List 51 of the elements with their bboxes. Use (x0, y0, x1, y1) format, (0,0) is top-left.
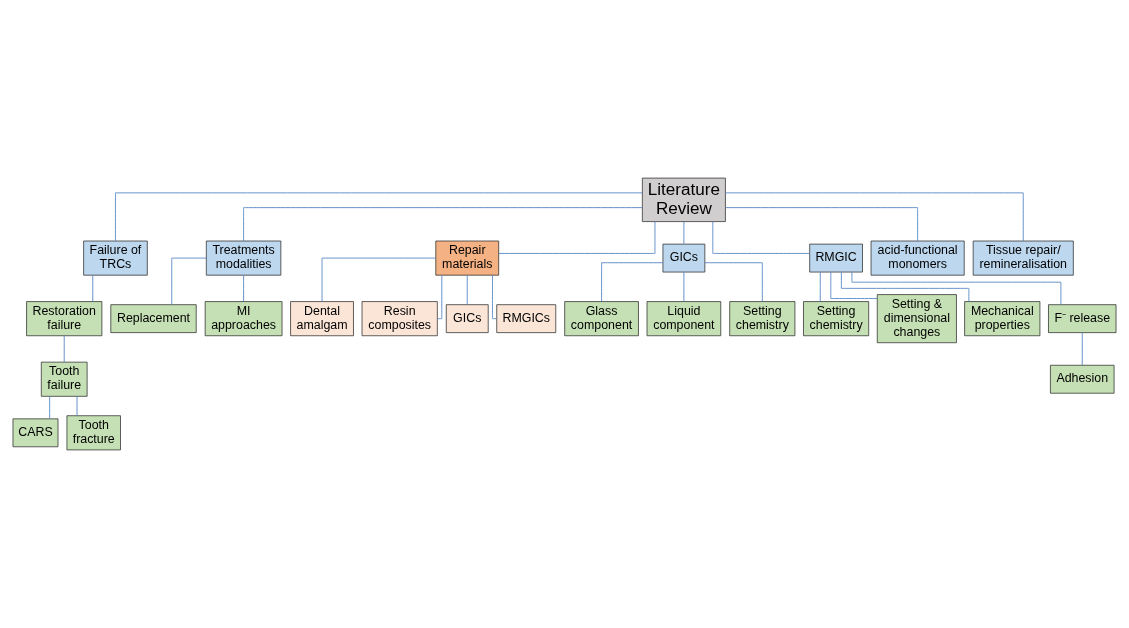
node-box: Setting chemistry (729, 301, 796, 337)
connector (243, 207, 643, 242)
node-box: Replacement (110, 304, 197, 334)
connector (712, 221, 811, 254)
connector (466, 274, 468, 305)
node-box: Liquid component (646, 301, 722, 337)
node-box: Tooth fracture (66, 415, 121, 451)
node-box: RMGIC (809, 243, 863, 273)
connector (171, 257, 207, 306)
node-box: acid-functional monomers (870, 240, 965, 276)
connector (683, 271, 685, 302)
connector (49, 396, 51, 420)
node-box: Restoration failure (26, 301, 103, 337)
connector (243, 274, 245, 302)
connector (498, 221, 656, 254)
node-box: Tissue repair/ remineralisation (972, 240, 1074, 276)
connector (92, 274, 94, 302)
node-box: Literature Review (641, 177, 726, 222)
node-box: Mechanical properties (964, 301, 1041, 337)
connector (1081, 332, 1083, 366)
node-box: Failure of TRCs (83, 240, 148, 276)
connector (115, 192, 643, 242)
connector (63, 335, 65, 363)
node-box: MI approaches (204, 301, 283, 337)
node-box: Tooth failure (40, 361, 88, 397)
node-box: F⁻ release (1048, 304, 1117, 334)
node-box: CARS (12, 418, 59, 448)
node-box: GICs (662, 243, 706, 273)
connector (601, 262, 664, 302)
connector (840, 271, 970, 302)
node-box: Setting & dimensional changes (876, 294, 957, 344)
connector (76, 396, 78, 417)
node-box: GICs (445, 304, 489, 334)
connector (321, 257, 437, 302)
connector (725, 192, 1024, 242)
node-box: Repair materials (435, 240, 500, 276)
node-box: Adhesion (1050, 364, 1115, 394)
connector (437, 274, 443, 320)
connector (725, 207, 919, 242)
connector (704, 262, 763, 302)
node-box: Dental amalgam (290, 301, 354, 337)
node-box: Glass component (564, 301, 639, 337)
node-box: Treatments modalities (205, 240, 282, 276)
node-box: Resin composites (361, 301, 438, 337)
connector (830, 271, 878, 299)
connector (819, 271, 821, 302)
node-box: RMGICs (496, 304, 557, 334)
connector (492, 274, 498, 320)
node-box: Setting chemistry (803, 301, 870, 337)
connector (851, 271, 1062, 306)
connector (683, 221, 685, 245)
